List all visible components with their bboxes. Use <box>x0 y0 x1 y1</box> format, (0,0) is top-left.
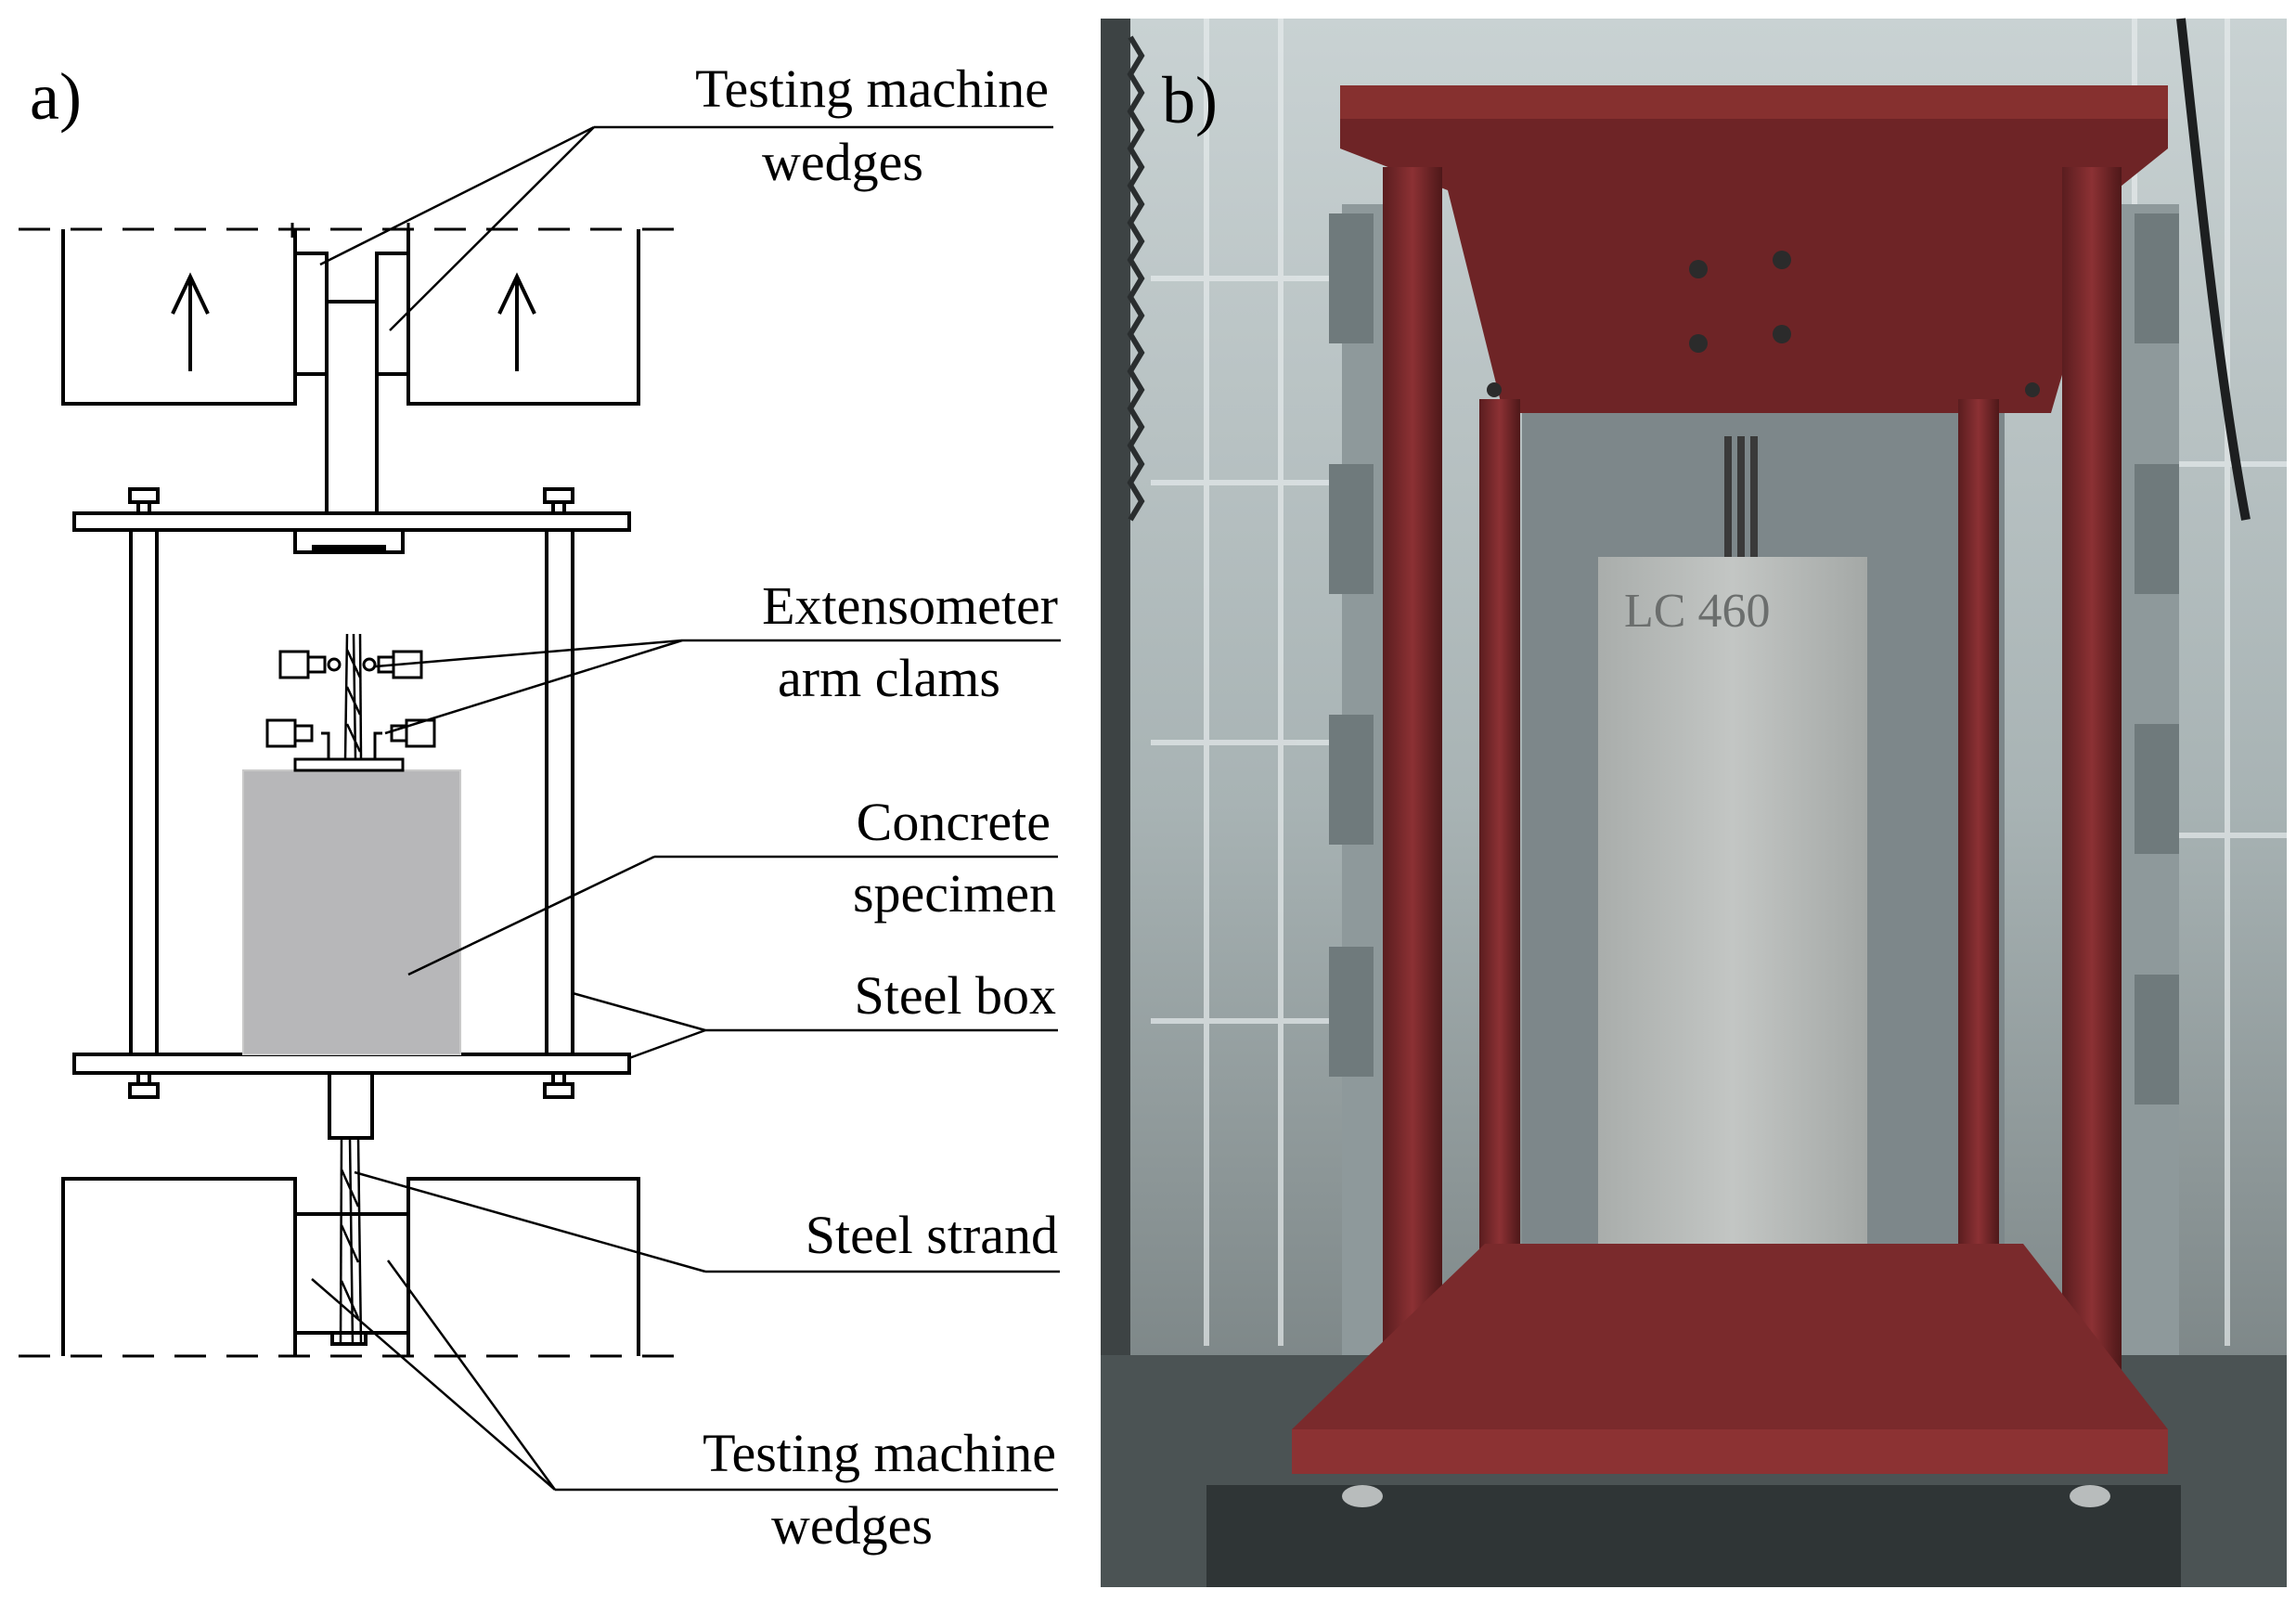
bolt-head <box>543 487 574 504</box>
panel-b-label: b) <box>1162 63 1218 137</box>
label-steel-strand: Steel strand <box>806 1205 1058 1265</box>
anchor-plate <box>293 757 405 772</box>
frame-bottom-plate <box>1292 1244 2168 1474</box>
photo-concrete-specimen <box>1598 557 1867 1374</box>
bottom-left-jaw <box>61 1177 297 1356</box>
lower-anchor <box>328 1071 374 1140</box>
top-right-wedge <box>375 252 410 376</box>
concrete-specimen <box>242 769 461 1055</box>
steel-box-right-post <box>545 528 574 1056</box>
bolt-head <box>128 1082 160 1099</box>
bolt-stem <box>551 500 566 515</box>
bolt-head <box>543 1082 574 1099</box>
bottom-bolts <box>1342 1485 2110 1507</box>
arrow-up-icon <box>497 272 536 371</box>
panel-a-label: a) <box>30 59 82 134</box>
extensometer-clamps <box>265 650 436 759</box>
column-clamps <box>1329 213 2179 1105</box>
frame-post-front-right <box>2062 167 2122 1439</box>
bottom-right-jaw <box>406 1177 640 1356</box>
label-wedges-top-2: wedges <box>762 132 923 192</box>
bottom-grip <box>330 1331 368 1346</box>
top-right-jaw <box>406 229 640 406</box>
left-rail-notches <box>1127 35 1145 522</box>
bolt-stem <box>136 500 151 515</box>
frame-post-back-right <box>1958 399 1999 1262</box>
specimen-marking: LC 460 <box>1624 585 1770 638</box>
steel-box-left-post <box>129 528 159 1056</box>
top-nut <box>293 528 405 554</box>
photo-strand <box>1724 436 1758 566</box>
top-left-wedge <box>293 252 329 376</box>
leader-lines <box>311 125 1061 1492</box>
steel-box-bottom-plate <box>72 1053 631 1075</box>
frame-top-plate <box>1340 85 2168 413</box>
label-wedges-bottom-2: wedges <box>771 1495 933 1556</box>
label-specimen: Concrete <box>857 792 1051 852</box>
frame-bottom-plate-edge <box>1292 1429 2168 1474</box>
label-extensometer-2: arm clams <box>778 648 1000 708</box>
arrow-up-icon <box>171 272 210 371</box>
steel-strand-upper <box>343 633 363 760</box>
frame-post-front-left <box>1383 167 1442 1439</box>
label-extensometer: Extensometer <box>762 575 1058 636</box>
frame-top-plate-edge <box>1340 85 2168 119</box>
label-steel-box: Steel box <box>855 965 1056 1026</box>
left-rail <box>1101 19 1130 1587</box>
panel-a-schematic: a) <box>19 58 1061 1556</box>
top-left-jaw <box>61 229 297 406</box>
bolt-head <box>128 487 160 504</box>
label-wedges-bottom: Testing machine <box>703 1423 1056 1483</box>
plate-bolts <box>1487 251 2040 397</box>
cable <box>2176 18 2251 521</box>
frame-post-back-left <box>1479 399 1520 1262</box>
label-wedges-top: Testing machine <box>695 58 1049 119</box>
steel-box-top-plate <box>72 511 631 532</box>
panel-b-photo: LC 460 b) <box>1101 18 2287 1587</box>
label-specimen-2: specimen <box>853 863 1056 924</box>
